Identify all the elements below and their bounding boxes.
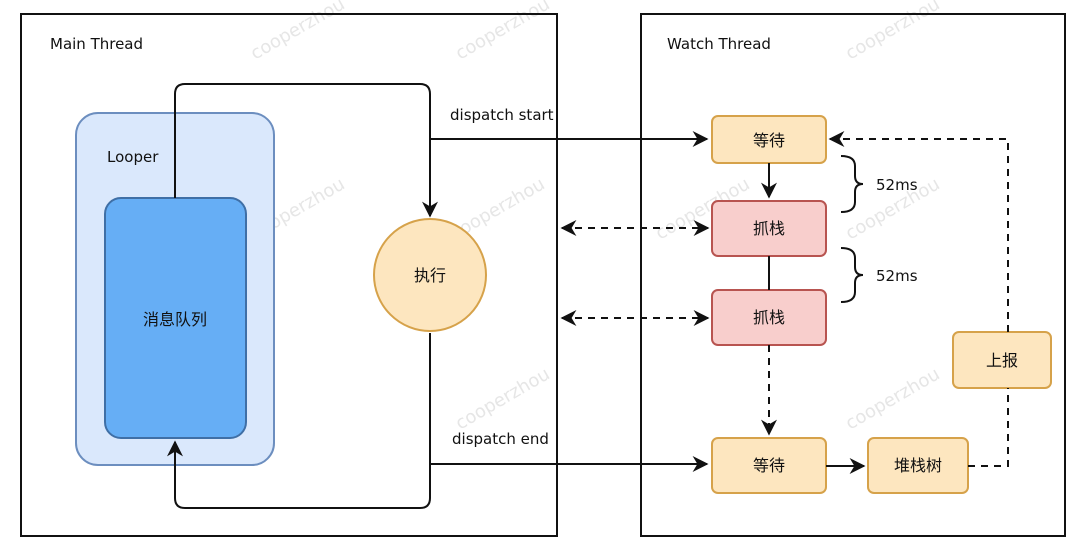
looper-label: Looper [107, 148, 159, 166]
watermark-text: cooperzhou [842, 364, 944, 435]
stack-tree-label: 堆栈树 [894, 456, 942, 475]
dispatch-start-label: dispatch start [450, 106, 554, 124]
watermark-text: cooperzhou [247, 0, 349, 64]
interval-brace-1 [840, 155, 864, 213]
interval-brace-2 [840, 247, 864, 303]
watch-thread-title: Watch Thread [667, 35, 771, 53]
interval-1-label: 52ms [876, 176, 918, 194]
main-thread-panel [20, 13, 558, 537]
watermark-text: cooperzhou [452, 364, 554, 435]
watch-thread-panel [640, 13, 1066, 537]
queue-to-execute-arrow [174, 83, 438, 218]
wait-node-top-label: 等待 [753, 131, 785, 150]
watermarks: cooperzhou cooperzhou cooperzhou cooperz… [247, 0, 944, 434]
watermark-text: cooperzhou [842, 0, 944, 64]
execute-node [373, 218, 487, 332]
dispatch-end-label: dispatch end [452, 430, 549, 448]
wait-node-bottom-label: 等待 [753, 456, 785, 475]
execute-to-queue-arrow [167, 333, 431, 509]
grab-stack-node-2-label: 抓栈 [753, 308, 785, 327]
execute-label: 执行 [414, 266, 446, 285]
stack-tree-to-report-dashed-line [968, 388, 1009, 467]
report-label: 上报 [986, 351, 1018, 370]
message-queue-label: 消息队列 [143, 310, 207, 329]
interval-2-label: 52ms [876, 267, 918, 285]
grab-stack-node-1-label: 抓栈 [753, 219, 785, 238]
main-thread-title: Main Thread [50, 35, 143, 53]
watermark-text: cooperzhou [452, 0, 554, 64]
report-node [952, 331, 1052, 389]
